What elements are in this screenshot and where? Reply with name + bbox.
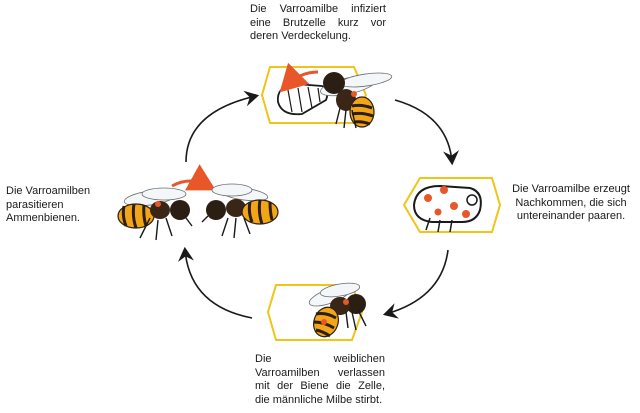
honeybee-icon	[201, 183, 279, 239]
cycle-arrow-icon	[382, 249, 449, 319]
step-caption-reproduce: Die Varroamilbe erzeugt Nachkommen, die …	[512, 183, 630, 222]
infection-illustration	[260, 62, 393, 129]
varroa-mite-icon	[450, 202, 458, 210]
varroa-mite-icon	[343, 299, 349, 305]
cycle-arrow-icon	[394, 99, 460, 166]
varroa-mite-icon	[434, 208, 442, 216]
honeybee-icon	[308, 282, 367, 338]
varroa-mite-icon	[155, 201, 161, 207]
step-caption-leave: Die weiblichen Varroamilben verlassen mi…	[255, 353, 385, 406]
step-caption-infect: Die Varroamilbe infiziert eine Brutzelle…	[250, 3, 386, 42]
cycle-arrow-icon	[178, 246, 253, 319]
reproduction-illustration	[402, 177, 502, 233]
larva-icon	[276, 83, 329, 116]
varroa-mite-icon	[351, 91, 357, 97]
pupa-icon	[412, 184, 482, 233]
varroa-mite-icon	[321, 319, 327, 325]
mite-movement-arrow-icon	[171, 164, 216, 191]
honeybee-icon	[320, 72, 393, 129]
varroa-mite-icon	[462, 210, 470, 218]
brood-cell-icon	[402, 177, 502, 233]
cycle-arrow-icon	[185, 90, 260, 163]
parasitizing-illustration	[117, 164, 279, 241]
honeybee-icon	[117, 187, 193, 241]
varroa-mite-icon	[440, 186, 448, 194]
emergence-illustration	[266, 282, 367, 341]
varroa-mite-icon	[424, 194, 432, 202]
step-caption-parasitize: Die Varroamilben parasitieren Ammenbiene…	[6, 185, 91, 224]
mite-movement-arrow-icon	[279, 62, 319, 93]
